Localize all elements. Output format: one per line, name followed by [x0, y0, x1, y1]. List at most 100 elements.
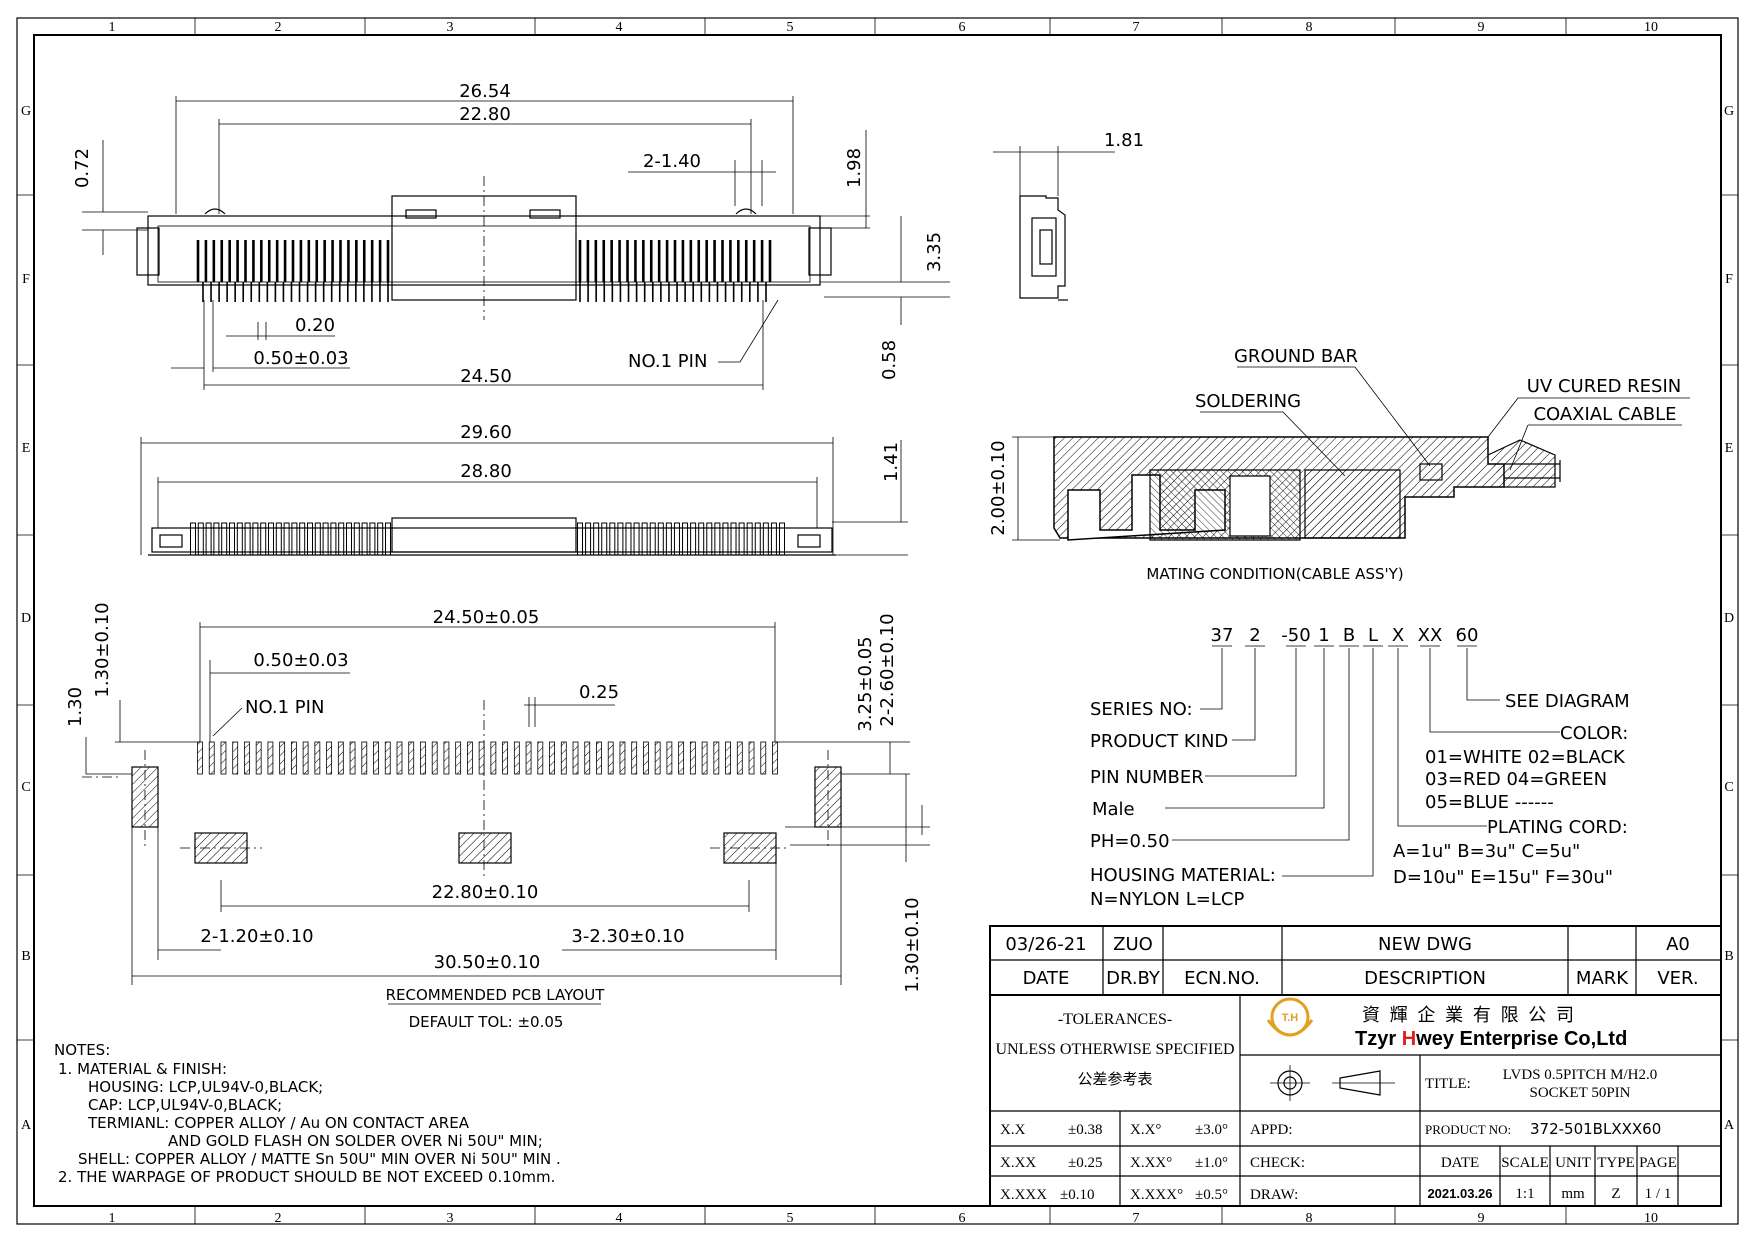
dim-inner: 22.80 [459, 104, 511, 125]
pcb-pad [643, 741, 649, 775]
notes-line5: AND GOLD FLASH ON SOLDER OVER Ni 50U" MI… [168, 1132, 543, 1150]
company-cn: 資 輝 企 業 有 限 公 司 [1362, 1005, 1576, 1026]
contact-pin [339, 240, 342, 282]
pn-segment: X [1392, 625, 1404, 646]
title-block: 03/26-21 ZUO NEW DWG A0 DATE DR.BY ECN.N… [989, 925, 1722, 1207]
contact-pin [627, 282, 630, 302]
pcb-dim-260: 2-2.60±0.10 [877, 613, 898, 726]
zone-row-label: E [22, 441, 31, 456]
contact-pin [641, 522, 648, 556]
contact-pin [378, 240, 382, 282]
pcb-pad [631, 741, 638, 775]
tol-xx-deg: X.X° [1130, 1122, 1161, 1138]
contact-pin [657, 522, 664, 556]
contact-pin [722, 522, 729, 556]
contact-pin [314, 522, 321, 556]
label-height: 2.00±0.10 [988, 440, 1009, 535]
contact-pin [681, 240, 685, 282]
contact-pin [307, 522, 313, 556]
zone-column-label: 1 [109, 1211, 116, 1226]
pn-color-line2: 03=RED 04=GREEN [1425, 769, 1607, 790]
contact-pin [369, 522, 376, 556]
zone-column-label: 7 [1133, 1211, 1140, 1226]
tol-cn: 公差参考表 [1077, 1070, 1152, 1088]
pn-plating-label: PLATING CORD: [1487, 817, 1628, 838]
contact-pin [705, 240, 708, 282]
contact-pin [595, 282, 597, 302]
val-unit: mm [1561, 1186, 1585, 1202]
zone-column-label: 7 [1133, 20, 1140, 35]
col-unit: UNIT [1555, 1155, 1591, 1171]
projection-symbol [1270, 1065, 1395, 1101]
contact-pin [291, 240, 295, 282]
zone-column-label: 6 [959, 20, 966, 35]
dim-front-overall: 29.60 [460, 422, 512, 443]
pcb-pad [302, 741, 309, 775]
hdr-ver: VER. [1657, 968, 1698, 989]
notes-line2: HOUSING: LCP,UL94V-0,BLACK; [88, 1078, 323, 1096]
contact-pin [579, 282, 581, 302]
pcb-pad [654, 741, 661, 775]
contact-pin [266, 282, 269, 302]
contact-pin [660, 282, 662, 302]
contact-pin [732, 282, 735, 302]
val-scale: 1:1 [1515, 1186, 1534, 1202]
contact-pin [729, 240, 732, 282]
zone-column-label: 8 [1306, 20, 1313, 35]
pcb-pad [760, 741, 767, 775]
contact-pin [609, 522, 616, 556]
pcb-pad [314, 741, 321, 775]
hdr-mark: MARK [1576, 968, 1629, 989]
tol-title: -TOLERANCES- [1058, 1011, 1172, 1028]
pcb-pad [713, 741, 720, 775]
contact-pin [338, 522, 345, 556]
zone-row-label: D [21, 611, 31, 626]
contact-pin [290, 282, 293, 302]
pn-color-line1: 01=WHITE 02=BLACK [1425, 747, 1626, 768]
notes-heading: NOTES: [54, 1041, 110, 1059]
zone-row-label: B [21, 949, 30, 964]
contact-pin [274, 282, 277, 302]
zone-row-label: C [21, 780, 30, 795]
contact-pin [749, 282, 751, 302]
pn-segment: 37 [1211, 625, 1234, 646]
contact-pin [306, 282, 309, 302]
tol-xxxx-deg: X.XXX° [1130, 1187, 1183, 1203]
front-view: 29.60 28.80 1.41 [140, 422, 908, 556]
contact-pin [221, 522, 228, 556]
contact-pin [586, 240, 590, 282]
pcb-dim-130b: 1.30±0.10 [902, 897, 923, 992]
contact-pin [283, 522, 290, 556]
pcb-pad [478, 741, 485, 775]
contact-pin [651, 282, 654, 302]
contact-pin [752, 240, 756, 282]
contact-pin [740, 282, 743, 302]
contact-pin [204, 240, 208, 282]
contact-pin [770, 522, 777, 556]
contact-pin [642, 240, 645, 282]
pcb-pad [326, 741, 332, 775]
dim-pitch-pairs: 2-1.40 [643, 151, 701, 172]
contact-pin [689, 240, 693, 282]
contact-pin [314, 282, 317, 302]
pcb-pad [232, 741, 239, 775]
zone-column-label: 9 [1478, 20, 1485, 35]
zone-row-label: G [1724, 104, 1734, 119]
contact-pin [618, 240, 621, 282]
mating-caption: MATING CONDITION(CABLE ASS'Y) [1146, 565, 1403, 583]
contact-pin [765, 282, 767, 302]
pn-segment: L [1368, 625, 1378, 646]
pcb-dim-3050: 30.50±0.10 [434, 952, 541, 973]
contact-pin [258, 282, 261, 302]
company-logo: T.H [1266, 997, 1314, 1037]
zone-row-label: E [1725, 441, 1734, 456]
pcb-pad [255, 741, 262, 775]
dim-058: 0.58 [879, 340, 900, 380]
zone-column-label: 2 [275, 20, 282, 35]
zone-column-label: 5 [787, 20, 794, 35]
contact-pin [252, 240, 255, 282]
contact-pin [234, 282, 236, 302]
contact-pin [226, 282, 228, 302]
col-page: PAGE [1639, 1155, 1677, 1171]
